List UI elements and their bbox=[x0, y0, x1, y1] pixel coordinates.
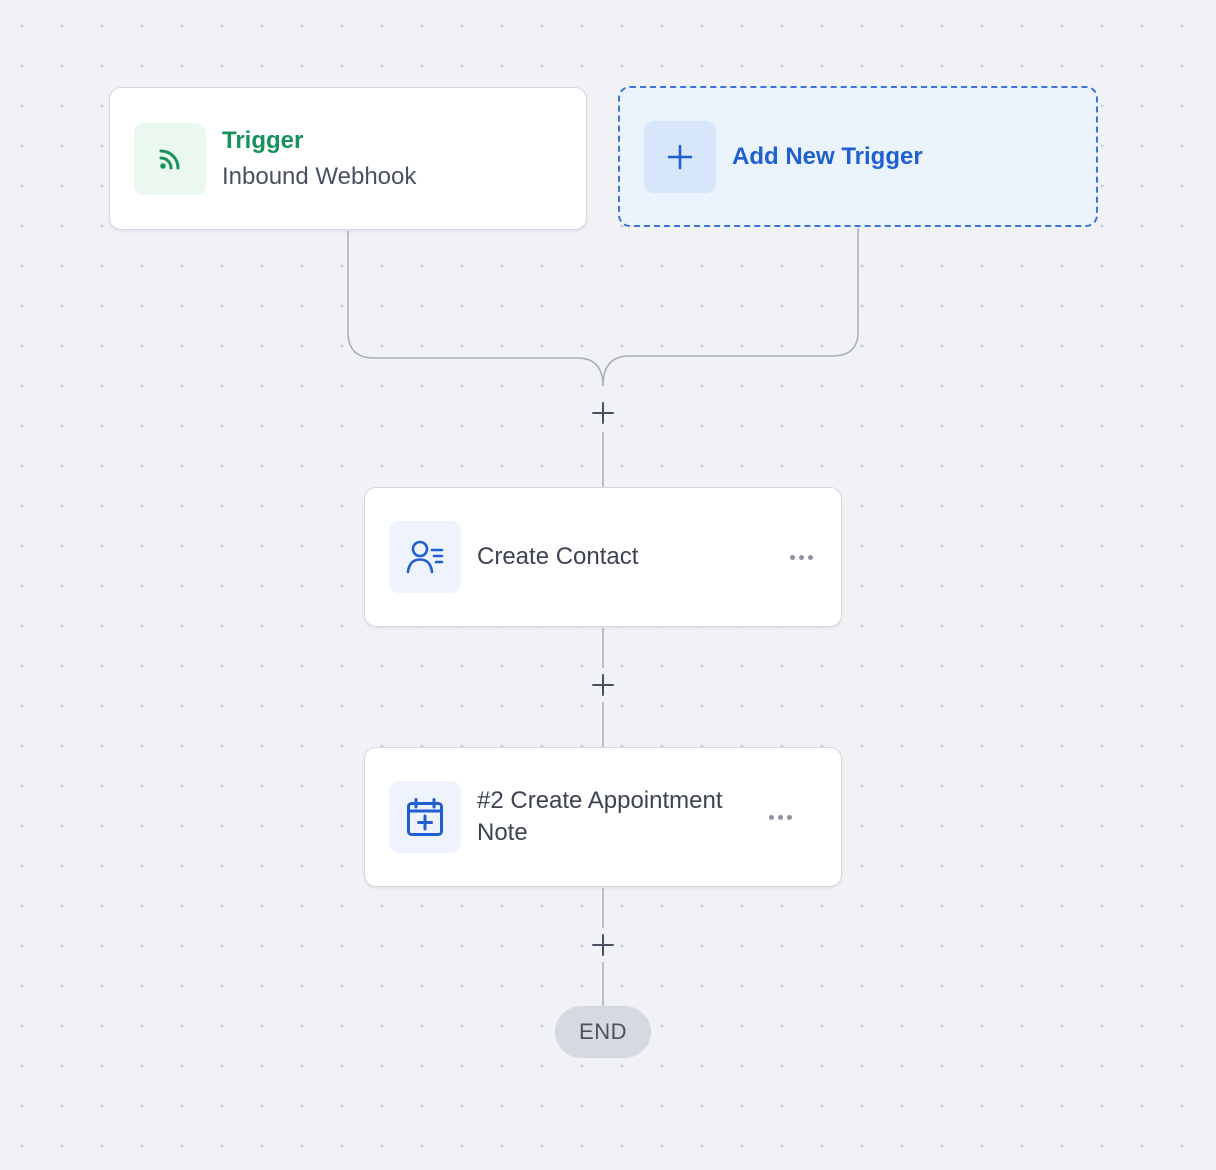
add-step-button[interactable] bbox=[589, 399, 617, 427]
more-options-button[interactable] bbox=[767, 807, 794, 828]
add-new-trigger-label: Add New Trigger bbox=[732, 142, 923, 170]
contact-list-icon bbox=[389, 521, 461, 593]
end-node: END bbox=[555, 1006, 651, 1058]
add-step-button[interactable] bbox=[589, 931, 617, 959]
trigger-title: Trigger bbox=[222, 126, 304, 154]
plus-icon bbox=[592, 674, 614, 696]
add-trigger-connector bbox=[602, 228, 859, 387]
more-options-button[interactable] bbox=[788, 547, 815, 568]
step-card-create-contact[interactable]: Create Contact bbox=[364, 487, 842, 627]
calendar-plus-icon bbox=[389, 781, 461, 853]
trigger-card[interactable]: Trigger Inbound Webhook bbox=[109, 87, 587, 230]
step-label: Create Contact bbox=[477, 543, 639, 570]
rss-icon bbox=[134, 122, 206, 195]
add-step-button[interactable] bbox=[589, 671, 617, 699]
trigger-connector bbox=[347, 231, 604, 387]
step-card-create-appointment-note[interactable]: #2 Create Appointment Note bbox=[364, 747, 842, 887]
step-label: #2 Create Appointment Note bbox=[477, 787, 723, 846]
plus-icon bbox=[592, 402, 614, 424]
trigger-subtitle: Inbound Webhook bbox=[222, 162, 417, 190]
plus-icon bbox=[644, 120, 716, 193]
plus-icon bbox=[592, 934, 614, 956]
add-new-trigger-button[interactable]: Add New Trigger bbox=[618, 86, 1098, 227]
